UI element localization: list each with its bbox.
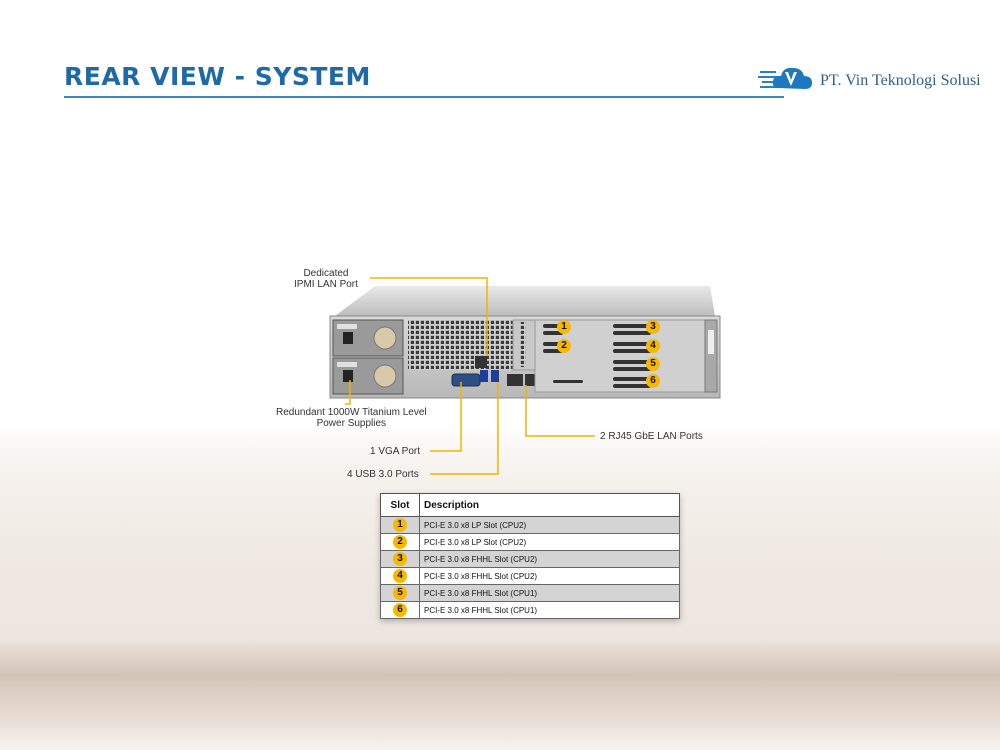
slot-badge: 6 — [393, 603, 407, 617]
callout-power-supplies: Redundant 1000W Titanium Level Power Sup… — [276, 407, 427, 429]
callout-lan-ports: 2 RJ45 GbE LAN Ports — [600, 431, 703, 442]
slot-badge-1: 1 — [557, 320, 571, 334]
slot-badge: 2 — [393, 535, 407, 549]
slot-badge-2: 2 — [557, 339, 571, 353]
slot-description-cell: PCI-E 3.0 x8 FHHL Slot (CPU2) — [419, 567, 680, 585]
brand-name: PT. Vin Teknologi Solusi — [820, 72, 981, 89]
slot-number-cell: 1 — [380, 516, 420, 534]
table-row: 5 PCI-E 3.0 x8 FHHL Slot (CPU1) — [380, 584, 680, 602]
brand-logo-block: PT. Vin Teknologi Solusi — [758, 62, 988, 98]
slot-table-header-description: Description — [419, 493, 680, 517]
slot-table: Slot Description 1 PCI-E 3.0 x8 LP Slot … — [380, 493, 680, 619]
slot-badge-4: 4 — [646, 339, 660, 353]
title-underline — [64, 96, 784, 98]
table-row: 3 PCI-E 3.0 x8 FHHL Slot (CPU2) — [380, 550, 680, 568]
slot-badge-6: 6 — [646, 374, 660, 388]
slot-description-cell: PCI-E 3.0 x8 FHHL Slot (CPU1) — [419, 601, 680, 619]
slot-description-cell: PCI-E 3.0 x8 FHHL Slot (CPU2) — [419, 550, 680, 568]
table-row: 4 PCI-E 3.0 x8 FHHL Slot (CPU2) — [380, 567, 680, 585]
callout-ipmi-lan-port: Dedicated IPMI LAN Port — [294, 268, 358, 290]
slot-description-cell: PCI-E 3.0 x8 LP Slot (CPU2) — [419, 516, 680, 534]
brand-logo-icon — [758, 67, 812, 89]
slot-description-cell: PCI-E 3.0 x8 FHHL Slot (CPU1) — [419, 584, 680, 602]
table-row: 2 PCI-E 3.0 x8 LP Slot (CPU2) — [380, 533, 680, 551]
slot-badge-5: 5 — [646, 357, 660, 371]
slot-number-cell: 4 — [380, 567, 420, 585]
slot-number-cell: 5 — [380, 584, 420, 602]
slot-badge: 3 — [393, 552, 407, 566]
slot-badge: 5 — [393, 586, 407, 600]
slot-badge: 1 — [393, 518, 407, 532]
slot-table-header-slot: Slot — [380, 493, 420, 517]
server-rear-image — [329, 286, 721, 399]
slot-number-cell: 2 — [380, 533, 420, 551]
slot-number-cell: 6 — [380, 601, 420, 619]
callout-usb-ports: 4 USB 3.0 Ports — [347, 469, 419, 480]
background-shadow — [0, 640, 1000, 710]
table-row: 1 PCI-E 3.0 x8 LP Slot (CPU2) — [380, 516, 680, 534]
slot-table-header-row: Slot Description — [380, 493, 680, 517]
table-row: 6 PCI-E 3.0 x8 FHHL Slot (CPU1) — [380, 601, 680, 619]
slot-number-cell: 3 — [380, 550, 420, 568]
callout-vga-port: 1 VGA Port — [370, 446, 421, 457]
slot-badge-3: 3 — [646, 320, 660, 334]
slot-badge: 4 — [393, 569, 407, 583]
slot-description-cell: PCI-E 3.0 x8 LP Slot (CPU2) — [419, 533, 680, 551]
page-title: REAR VIEW - SYSTEM — [64, 62, 371, 91]
